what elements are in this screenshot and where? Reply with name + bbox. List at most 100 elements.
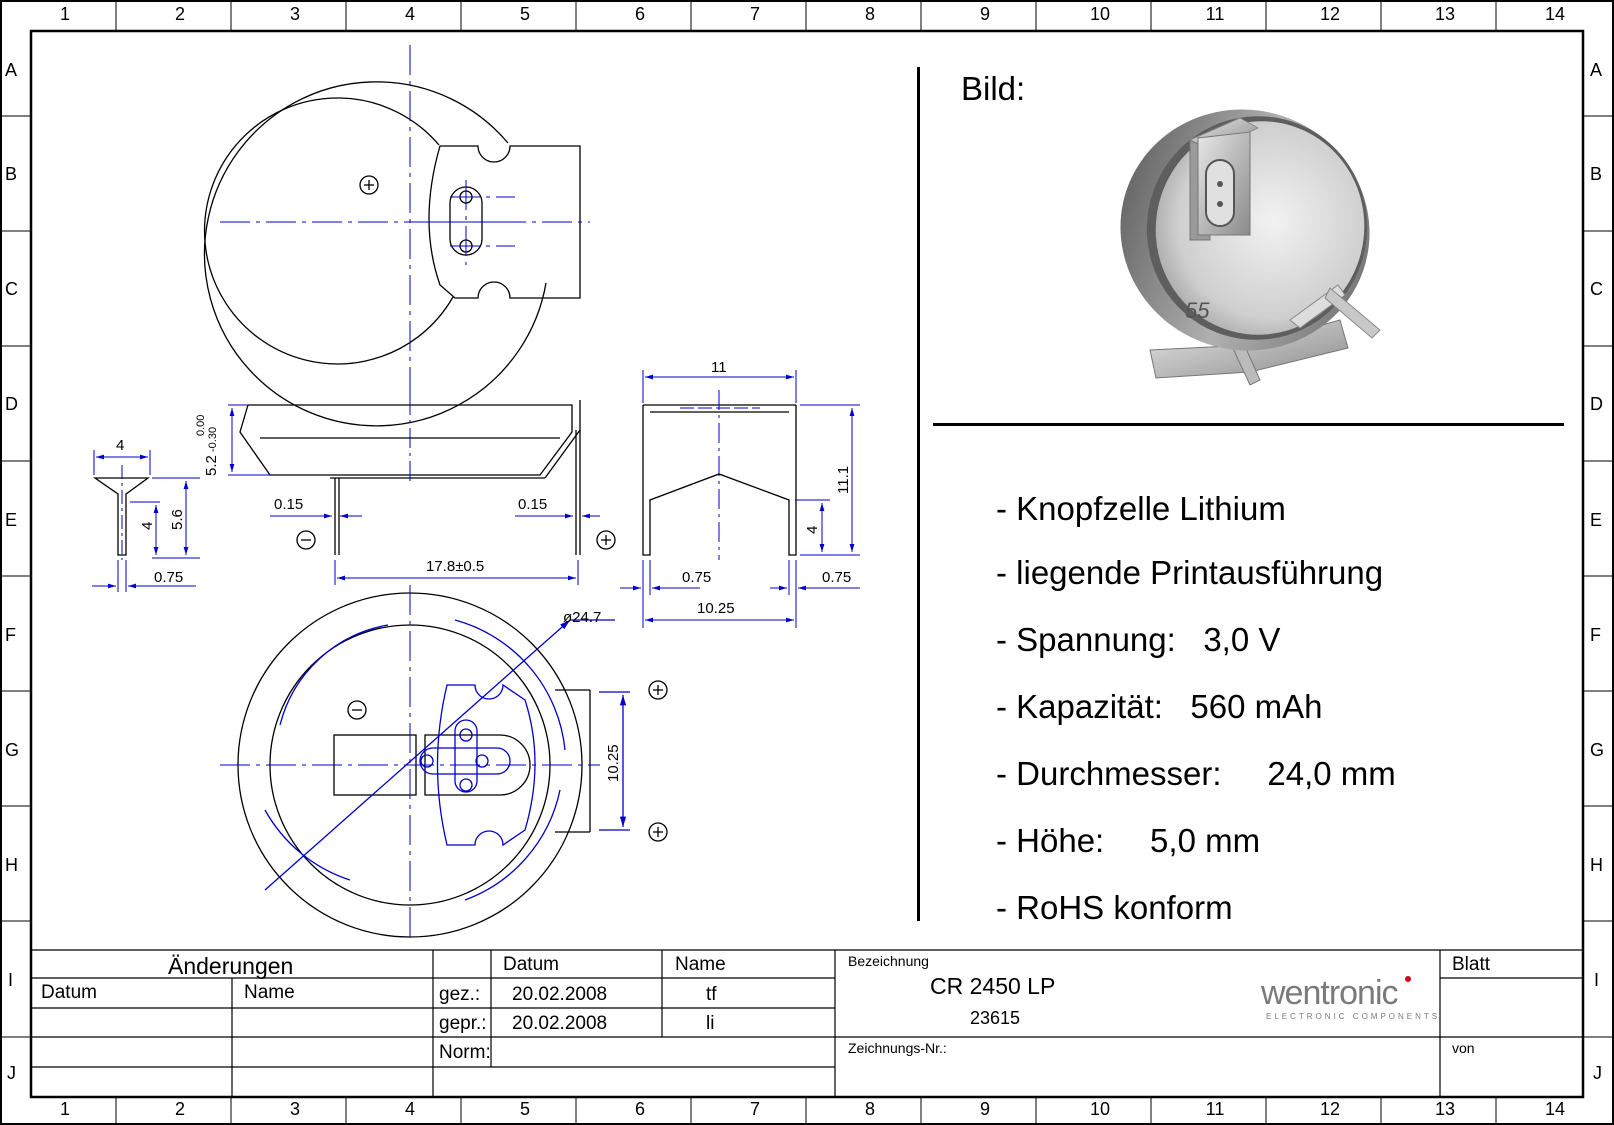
col-label: 1 — [59, 4, 70, 24]
row-label: D — [5, 394, 18, 414]
col-label: 14 — [1544, 4, 1566, 24]
row-label: F — [5, 625, 16, 645]
technical-drawing: 4 4 5.6 0.75 5.2 0.00 -0.30 0.15 0.15 17… — [92, 45, 860, 940]
front-view — [239, 400, 616, 555]
top-view — [203, 81, 581, 427]
dim-pin-width: 4 — [116, 437, 124, 454]
dim-offset-left: 0.15 — [274, 496, 303, 513]
spec-height: - Höhe: 5,0 mm — [996, 822, 1261, 859]
dim-height-nominal: 5.2 — [203, 455, 220, 476]
row-label: E — [1590, 510, 1603, 530]
dim-height-tol-lower: -0.30 — [207, 427, 219, 452]
blatt-label: Blatt — [1452, 954, 1491, 975]
col-label: 12 — [1319, 4, 1341, 24]
col-label: 9 — [979, 1099, 990, 1119]
row-label: B — [1590, 164, 1603, 184]
col-label: 6 — [634, 1099, 645, 1119]
col-label: 5 — [519, 1099, 530, 1119]
row-label: B — [5, 164, 18, 184]
col-label: 6 — [634, 4, 645, 24]
spec-type: - Knopfzelle Lithium — [996, 490, 1286, 527]
col-label: 12 — [1319, 1099, 1341, 1119]
col-label: 5 — [519, 4, 530, 24]
bezeichnung-label: Bezeichnung — [848, 953, 929, 969]
battery-marking: 55 — [1185, 298, 1210, 323]
bottom-view-centerlines — [220, 585, 600, 940]
col-label: 4 — [404, 1099, 415, 1119]
row-label: E — [5, 510, 18, 530]
company-logo-sub: ELECTRONIC COMPONENTS — [1266, 1012, 1441, 1021]
row-label: G — [1590, 740, 1605, 760]
dim-side-pin-len: 4 — [804, 526, 821, 534]
row-label: J — [1593, 1063, 1602, 1083]
gez-name: tf — [706, 984, 717, 1005]
dim-pin-thickness: 0.75 — [154, 569, 183, 586]
row-label: H — [1590, 855, 1603, 875]
horizontal-divider — [933, 423, 1564, 426]
gez-label: gez.: — [439, 984, 481, 1005]
row-label: D — [1590, 394, 1603, 414]
col-label: 13 — [1434, 1099, 1456, 1119]
datum-header: Datum — [503, 954, 559, 975]
logo-dot — [1405, 976, 1411, 982]
battery-photo: 55 — [1120, 109, 1381, 386]
spec-voltage: - Spannung: 3,0 V — [996, 621, 1281, 658]
bottom-view-blue — [264, 619, 630, 901]
dim-bottom-pin-spacing: 10.25 — [605, 744, 622, 782]
col-label: 11 — [1205, 4, 1225, 24]
dim-pin-height-a: 4 — [139, 522, 156, 530]
top-view-centerlines — [220, 45, 590, 400]
gez-date: 20.02.2008 — [512, 984, 608, 1005]
col-label: 3 — [289, 1099, 300, 1119]
row-label: G — [5, 740, 20, 760]
company-logo: wentronic — [1261, 974, 1399, 1012]
row-label: A — [5, 60, 18, 80]
name-header: Name — [675, 954, 726, 975]
changes-datum-header: Datum — [41, 982, 97, 1003]
col-label: 14 — [1544, 1099, 1566, 1119]
col-label: 7 — [749, 4, 760, 24]
spec-capacity: - Kapazität: 560 mAh — [996, 688, 1323, 725]
part-number: 23615 — [970, 1008, 1021, 1028]
changes-header: Änderungen — [168, 953, 294, 979]
row-label: H — [5, 855, 18, 875]
minus-symbols — [301, 539, 362, 711]
dim-side-width: 11 — [711, 359, 727, 376]
row-label: F — [1590, 625, 1601, 645]
plus-symbols — [364, 180, 663, 837]
col-label: 4 — [404, 4, 415, 24]
col-label: 2 — [174, 1099, 185, 1119]
row-label: C — [1590, 279, 1603, 299]
col-label: 9 — [979, 4, 990, 24]
gepr-name: li — [706, 1013, 715, 1034]
col-label: 1 — [59, 1099, 70, 1119]
col-label: 13 — [1434, 4, 1456, 24]
col-label: 7 — [749, 1099, 760, 1119]
front-view-dims — [228, 395, 600, 585]
norm-label: Norm: — [439, 1042, 491, 1063]
dim-side-pin-spacing: 10.25 — [697, 600, 735, 617]
part-name: CR 2450 LP — [930, 973, 1056, 999]
dim-side-height: 11.1 — [835, 466, 852, 494]
col-label: 8 — [864, 1099, 875, 1119]
row-label: I — [1594, 970, 1600, 990]
spec-mounting: - liegende Printausführung — [996, 554, 1384, 591]
photo-label: Bild: — [961, 70, 1026, 107]
col-label: 10 — [1089, 1099, 1111, 1119]
gepr-date: 20.02.2008 — [512, 1013, 608, 1034]
row-label: J — [7, 1063, 16, 1083]
zeichnungs-label: Zeichnungs-Nr.: — [848, 1040, 947, 1056]
side-view-dims — [620, 370, 860, 628]
gepr-label: gepr.: — [439, 1013, 487, 1034]
row-label: A — [1590, 60, 1603, 80]
dim-diameter: ø24.7 — [563, 609, 601, 626]
col-label: 3 — [289, 4, 300, 24]
dim-height-tol-upper: 0.00 — [195, 415, 207, 436]
row-label: C — [5, 279, 18, 299]
dim-pin-height-b: 5.6 — [169, 509, 186, 530]
dim-side-thick-right: 0.75 — [822, 569, 851, 586]
col-label: 11 — [1205, 1099, 1225, 1119]
pin-detail-dims — [92, 450, 200, 592]
